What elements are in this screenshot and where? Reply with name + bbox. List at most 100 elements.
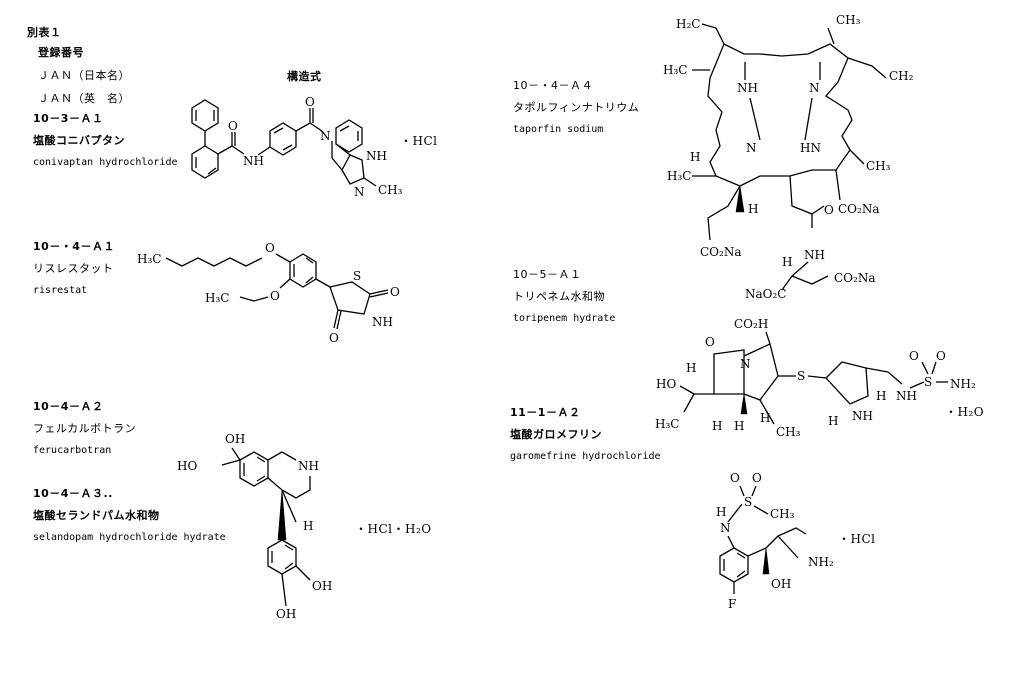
atom-h: H: [828, 414, 838, 428]
atom-ch3: CH₃: [776, 425, 801, 439]
table-label: 別表１: [27, 26, 62, 39]
atom-s: S: [797, 369, 805, 383]
atom-nh: NH: [804, 248, 825, 262]
entry-code: 10－・4－Ａ１: [33, 240, 115, 253]
atom-oh: OH: [312, 579, 332, 593]
entry-name-en: taporfin sodium: [513, 124, 604, 135]
entry-name-en: ferucarbotran: [33, 445, 112, 456]
atom-nh: NH: [737, 81, 758, 95]
atom-h: H: [876, 389, 886, 403]
entry-salt: ・HCl: [838, 532, 876, 546]
atom-o: O: [329, 331, 339, 345]
atom-ch3: CH₃: [836, 13, 861, 27]
entry-name-en: selandopam hydrochloride hydrate: [33, 532, 226, 543]
atom-h3c: H₃C: [137, 252, 161, 266]
atom-o: O: [228, 119, 238, 133]
atom-h3c: H₃C: [655, 417, 679, 431]
atom-nh: NH: [298, 459, 319, 473]
entry-code: 10－・4－Ａ４: [513, 79, 593, 92]
atom-o: O: [936, 349, 946, 363]
atom-oh: OH: [276, 607, 296, 621]
entry-name-ja: リスレスタット: [33, 262, 114, 275]
entry-code: 10－5－Ａ１: [513, 268, 582, 281]
atom-nh: NH: [896, 389, 917, 403]
entry-name-ja: フェルカルボトラン: [33, 422, 137, 435]
atom-co2na: CO₂Na: [834, 271, 875, 285]
atom-n: N: [809, 81, 820, 95]
atom-o: O: [265, 241, 275, 255]
atom-o: O: [909, 349, 919, 363]
entry-name-en: conivaptan hydrochloride: [33, 157, 178, 168]
atom-h3c: H₃C: [667, 169, 691, 183]
atom-h: H: [748, 202, 758, 216]
atom-n: N: [746, 141, 757, 155]
entry-code: 10－4－Ａ３..: [33, 487, 113, 500]
field-jan-ja: ＪＡＮ（日本名）: [38, 69, 130, 82]
atom-o: O: [824, 203, 834, 217]
atom-nh2: NH₂: [808, 555, 834, 569]
field-jan-en: ＪＡＮ（英 名）: [38, 92, 130, 105]
atom-o: O: [305, 95, 315, 109]
entry-name-en: risrestat: [33, 285, 88, 296]
entry-code: 10－4－Ａ２: [33, 400, 104, 413]
atom-s: S: [744, 495, 752, 509]
atom-s: S: [353, 269, 361, 283]
entry-salt: ・HCl・H₂O: [355, 522, 432, 536]
atom-h2c: H₂C: [676, 17, 700, 31]
atom-f: F: [728, 597, 736, 611]
entry-name-ja: 塩酸コニバプタン: [33, 134, 125, 147]
field-registration: 登録番号: [38, 46, 84, 59]
atom-h3c: H₃C: [663, 63, 687, 77]
entry-name-ja: 塩酸セランドパム水和物: [33, 509, 160, 522]
atom-oh: OH: [771, 577, 791, 591]
atom-nh: NH: [372, 315, 393, 329]
entry-salt: ・H₂O: [945, 405, 985, 419]
atom-h: H: [712, 419, 722, 433]
atom-nh: NH: [243, 154, 264, 168]
atom-n: N: [320, 129, 331, 143]
entry-salt: ・HCl: [400, 134, 438, 148]
atom-ho: HO: [177, 459, 197, 473]
atom-n: N: [354, 185, 365, 199]
atom-n: N: [720, 521, 731, 535]
entry-code: 10－3－Ａ１: [33, 112, 104, 125]
entry-code: 11－1－Ａ２: [510, 406, 581, 419]
atom-nh: NH: [366, 149, 387, 163]
atom-ho: HO: [656, 377, 676, 391]
atom-h: H: [782, 255, 792, 269]
atom-s: S: [924, 375, 932, 389]
atom-ch3: CH₃: [378, 183, 403, 197]
atom-ch3: CH₃: [866, 159, 891, 173]
atom-oh: OH: [225, 432, 245, 446]
atom-ch2: CH₂: [889, 69, 914, 83]
atom-ch3: CH₃: [770, 507, 795, 521]
atom-nh2: NH₂: [950, 377, 976, 391]
atom-hn: HN: [800, 141, 821, 155]
atom-o: O: [390, 285, 400, 299]
atom-nh: NH: [852, 409, 873, 423]
field-structure: 構造式: [287, 70, 322, 83]
atom-o: O: [270, 289, 280, 303]
entry-name-en: toripenem hydrate: [513, 313, 616, 324]
atom-n: N: [740, 357, 751, 371]
atom-co2na: CO₂Na: [838, 202, 879, 216]
atom-h: H: [303, 519, 313, 533]
atom-h: H: [716, 505, 726, 519]
atom-co2h: CO₂H: [734, 317, 768, 331]
atom-h: H: [734, 419, 744, 433]
entry-name-ja: トリペネム水和物: [513, 290, 605, 303]
atom-co2na: CO₂Na: [700, 245, 741, 259]
atom-o: O: [705, 335, 715, 349]
atom-h3c: H₃C: [205, 291, 229, 305]
entry-name-ja: タポルフィンナトリウム: [513, 101, 640, 114]
atom-naoc: NaO₂C: [745, 287, 786, 301]
atom-h: H: [690, 150, 700, 164]
atom-h: H: [686, 361, 696, 375]
atom-o: O: [752, 471, 762, 485]
